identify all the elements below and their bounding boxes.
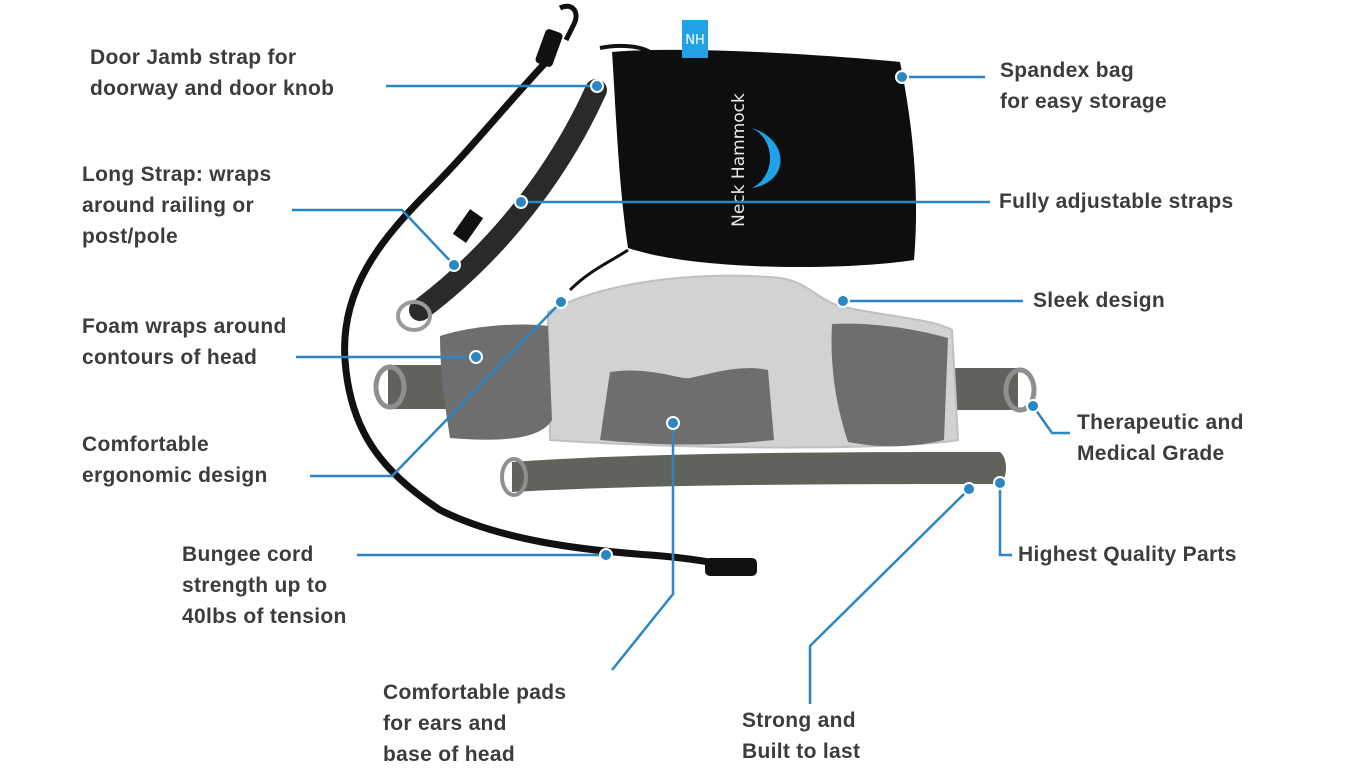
callout-sleek-design: Sleek design (1033, 285, 1165, 316)
callout-line: Medical Grade (1077, 442, 1225, 465)
bag-drawcord (568, 248, 629, 292)
callout-line: ergonomic design (82, 464, 268, 487)
left-foam-pad (440, 324, 552, 440)
callout-foam-wraps: Foam wraps around contours of head (82, 311, 287, 373)
callout-line: base of head (383, 743, 515, 766)
dot-spandex (895, 70, 909, 84)
callout-line: post/pole (82, 225, 179, 248)
dot-strong (962, 482, 976, 496)
leader-strong (808, 488, 970, 704)
leader-dots (447, 70, 1040, 562)
leader-ergonomic (310, 301, 562, 478)
leader-quality (998, 483, 1012, 557)
callout-line: doorway and door knob (90, 77, 335, 100)
leader-long-strap (292, 208, 455, 266)
callout-line: Fully adjustable straps (999, 190, 1234, 213)
callout-ergonomic-design: Comfortable ergonomic design (82, 429, 268, 491)
dot-foam (469, 350, 483, 364)
callout-line: Comfortable pads (383, 681, 567, 704)
bag-tag-text: NH (685, 33, 705, 48)
long-strap (396, 79, 607, 332)
callout-line: 40lbs of tension (182, 605, 347, 628)
callout-line: Built to last (742, 740, 861, 763)
top-clip (535, 3, 579, 67)
dot-therapeutic (1026, 399, 1040, 413)
callout-line: Bungee cord (182, 543, 314, 566)
dot-ergonomic (554, 295, 568, 309)
dot-bungee (599, 548, 613, 562)
callout-line: Spandex bag (1000, 59, 1134, 82)
callout-line: around railing or (82, 194, 254, 217)
dot-quality (993, 476, 1007, 490)
right-ring (1003, 367, 1037, 413)
callout-therapeutic-grade: Therapeutic and Medical Grade (1077, 407, 1244, 469)
callout-comfortable-pads: Comfortable pads for ears and base of he… (383, 677, 566, 770)
leader-therapeutic (1031, 405, 1070, 435)
bungee-cord (341, 56, 749, 574)
lower-strap-ring (500, 457, 528, 497)
lower-strap (512, 452, 1006, 492)
callout-line: Highest Quality Parts (1018, 543, 1237, 566)
bag-brand-text: Neck Hammock (729, 93, 749, 227)
bottom-clip (705, 558, 757, 576)
callout-long-strap: Long Strap: wraps around railing or post… (82, 159, 271, 252)
callout-line: for easy storage (1000, 90, 1168, 113)
left-ring (373, 364, 407, 410)
spandex-bag: NH Neck Hammock (599, 20, 917, 268)
callout-spandex-bag: Spandex bag for easy storage (1000, 55, 1167, 117)
center-pad (600, 368, 774, 445)
callout-line: contours of head (82, 346, 258, 369)
dot-door-jamb (590, 79, 604, 93)
dot-adjustable (514, 195, 528, 209)
moon-logo (752, 128, 781, 188)
callout-line: Therapeutic and (1077, 411, 1244, 434)
callout-line: Foam wraps around (82, 315, 287, 338)
callout-line: Comfortable (82, 433, 209, 456)
dot-pads (666, 416, 680, 430)
right-foam-pad (831, 323, 948, 447)
callout-line: for ears and (383, 712, 507, 735)
dot-long-strap (447, 258, 461, 272)
leader-lines (292, 75, 1070, 704)
callout-line: Door Jamb strap for (90, 46, 297, 69)
leader-pads (611, 423, 675, 671)
callout-line: Strong and (742, 709, 856, 732)
dot-sleek (836, 294, 850, 308)
callout-line: Long Strap: wraps (82, 163, 272, 186)
callout-bungee-cord: Bungee cord strength up to 40lbs of tens… (182, 539, 347, 632)
callout-door-jamb-strap: Door Jamb strap for doorway and door kno… (90, 42, 334, 104)
callout-adjustable-straps: Fully adjustable straps (999, 186, 1233, 217)
callout-line: Sleek design (1033, 289, 1165, 312)
callout-quality-parts: Highest Quality Parts (1018, 539, 1237, 570)
callout-strong-built: Strong and Built to last (742, 705, 860, 767)
callout-line: strength up to (182, 574, 328, 597)
